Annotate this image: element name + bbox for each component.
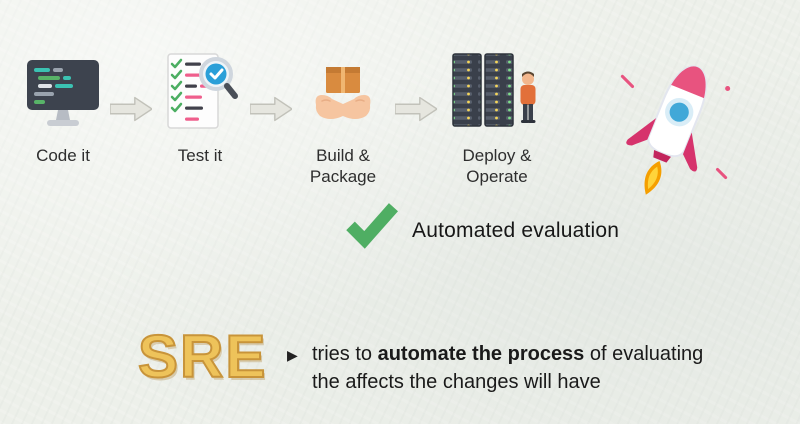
step-label-build-2: Package	[309, 167, 377, 186]
step-label-build-1: Build &	[316, 146, 370, 165]
pipeline-step-code: Code it	[8, 48, 118, 166]
sre-line1-suffix: of evaluating	[584, 343, 704, 365]
test-checklist-magnifier-icon	[145, 48, 255, 140]
rocket-launch-icon	[620, 65, 731, 195]
sre-line1-prefix: tries to	[312, 343, 378, 365]
step-label-deploy-2: Operate	[466, 167, 528, 186]
sre-line1-bold: automate the process	[377, 343, 585, 365]
sre-acronym: SRE	[137, 322, 268, 391]
hands-holding-package-icon	[288, 48, 398, 140]
green-check-icon	[346, 203, 399, 249]
sre-description: tries to automate the process of evaluat…	[312, 340, 772, 396]
bullet-triangle-icon: ▶	[287, 347, 298, 363]
code-monitor-icon	[8, 48, 118, 140]
automated-evaluation-label: Automated evaluation	[412, 219, 620, 242]
step-label-code: Code it	[36, 146, 90, 165]
server-racks-operator-icon	[442, 48, 552, 140]
right-arrow-icon	[110, 96, 152, 122]
right-arrow-icon	[395, 96, 437, 122]
pipeline-step-deploy: Deploy & Operate	[442, 48, 552, 187]
pipeline-step-build: Build & Package	[288, 48, 398, 187]
right-arrow-icon	[250, 96, 292, 122]
step-label-test: Test it	[177, 146, 223, 165]
step-label-deploy-1: Deploy &	[462, 146, 532, 165]
pipeline-step-test: Test it	[145, 48, 255, 166]
sre-line2: the affects the changes will have	[312, 371, 601, 393]
